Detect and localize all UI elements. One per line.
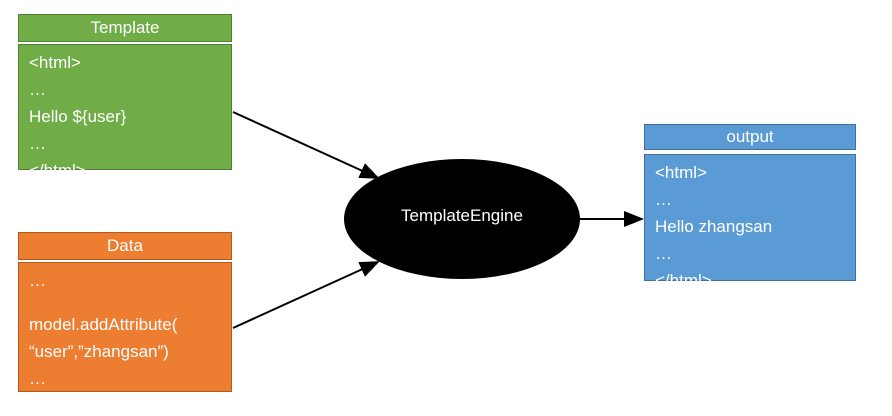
- data-line: model.addAttribute(: [29, 315, 178, 334]
- data-line: “user”,”zhangsan”): [29, 342, 169, 361]
- template-to-engine-arrow: [232, 111, 380, 179]
- data-box-title: Data: [18, 232, 232, 260]
- data-line: …: [29, 271, 46, 290]
- template-line: <html>: [29, 53, 81, 72]
- output-line: Hello zhangsan: [655, 217, 773, 236]
- output-line: </html>: [655, 271, 712, 290]
- template-box-title: Template: [18, 14, 232, 42]
- template-engine-label: TemplateEngine: [401, 206, 523, 225]
- data-box-body: … model.addAttribute( “user”,”zhangsan”)…: [18, 262, 232, 392]
- data-line-spacer: [29, 294, 231, 311]
- data-line: …: [29, 369, 46, 388]
- template-box-body: <html> … Hello ${user} … </html>: [18, 44, 232, 180]
- template-line: …: [29, 134, 46, 153]
- output-line: …: [655, 244, 672, 263]
- output-box-title: output: [644, 124, 856, 150]
- template-line: </html>: [29, 161, 86, 180]
- data-to-engine-arrow: [232, 261, 380, 329]
- output-line: <html>: [655, 163, 707, 182]
- output-line: …: [655, 190, 672, 209]
- output-box-body: <html> … Hello zhangsan … </html>: [644, 154, 856, 290]
- template-engine-node: [344, 159, 580, 279]
- template-line: Hello ${user}: [29, 107, 127, 126]
- template-line: …: [29, 80, 46, 99]
